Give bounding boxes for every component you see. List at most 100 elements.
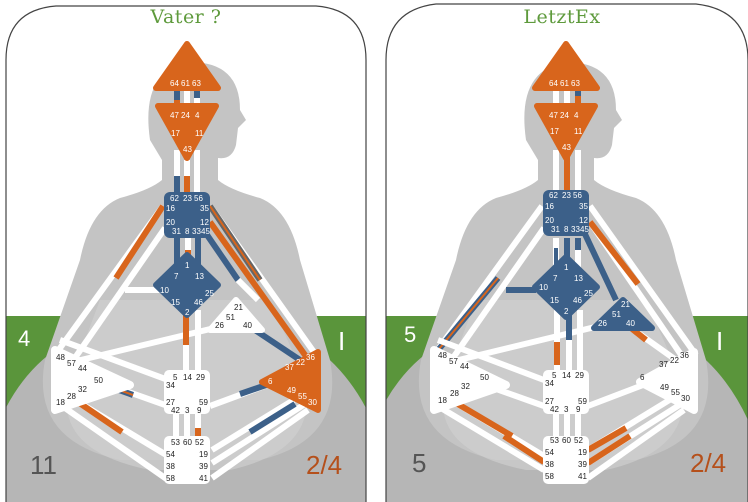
gate: 35	[579, 202, 588, 211]
gate: 63	[571, 79, 580, 88]
gate: 31	[551, 225, 560, 234]
gate: 33	[192, 227, 201, 236]
gate: 28	[450, 389, 459, 398]
gate: 8	[564, 225, 569, 234]
gate: 62	[549, 191, 558, 200]
gate: 55	[298, 392, 307, 401]
root-center	[164, 436, 210, 484]
gate: 3	[185, 406, 190, 415]
profile: 2/4	[306, 450, 343, 480]
gate: 18	[438, 396, 447, 405]
gate: 61	[181, 79, 190, 88]
bodygraph-vater: 64 61 63 47 24 4 17 11 43 62 23 56 16 35…	[5, 5, 367, 502]
gate: 62	[170, 194, 179, 203]
gate: 16	[166, 204, 175, 213]
gate: 56	[573, 191, 582, 200]
gate: 21	[234, 303, 243, 312]
gate: 35	[200, 204, 209, 213]
spleen-center	[430, 346, 510, 414]
right-glyph: I	[716, 326, 724, 356]
gate: 51	[226, 313, 235, 322]
frame-border	[5, 5, 367, 502]
gate: 6	[268, 377, 273, 386]
gate: 14	[562, 371, 571, 380]
gate: 9	[197, 406, 202, 415]
head-center	[153, 41, 221, 91]
gate: 15	[550, 296, 559, 305]
gate: 18	[56, 398, 65, 407]
ajna-center	[534, 103, 598, 161]
gate: 34	[545, 379, 554, 388]
gate: 42	[171, 406, 180, 415]
gate: 19	[578, 448, 587, 457]
gate: 13	[574, 274, 583, 283]
gate: 12	[579, 216, 588, 225]
gate: 43	[562, 143, 571, 152]
gate: 40	[243, 321, 252, 330]
gate: 17	[550, 127, 559, 136]
root-center	[543, 436, 589, 484]
gate: 12	[200, 218, 209, 227]
gate: 5	[552, 371, 557, 380]
gate: 44	[78, 364, 87, 373]
gate: 44	[460, 362, 469, 371]
gate: 45	[580, 225, 589, 234]
gate: 10	[539, 283, 548, 292]
gate: 32	[461, 382, 470, 391]
gate: 27	[166, 398, 175, 407]
gate: 49	[287, 386, 296, 395]
gate: 19	[199, 450, 208, 459]
gate: 25	[584, 289, 593, 298]
gate: 38	[166, 462, 175, 471]
gate: 59	[199, 398, 208, 407]
gate: 52	[574, 436, 583, 445]
heart-center	[207, 297, 265, 333]
gate: 17	[171, 129, 180, 138]
gate: 2	[564, 307, 569, 316]
gate: 15	[171, 298, 180, 307]
right-glyph: I	[338, 326, 346, 356]
gate: 21	[621, 300, 630, 309]
left-number: 4	[18, 326, 31, 351]
gate-labels: 64 61 63 47 24 4 17 11 43 62 23 56 16 35…	[438, 79, 690, 481]
gate: 53	[171, 438, 180, 447]
solar-plexus-center	[636, 348, 698, 414]
gate: 61	[560, 79, 569, 88]
gate: 58	[545, 472, 554, 481]
gate: 4	[574, 111, 579, 120]
gate: 39	[578, 460, 587, 469]
gate: 26	[215, 321, 224, 330]
gate: 47	[549, 111, 558, 120]
gate: 47	[170, 111, 179, 120]
chart-title: Vater ?	[150, 6, 222, 28]
bottom-left-number: 11	[30, 450, 57, 480]
gate: 64	[549, 79, 558, 88]
throat-center	[543, 190, 589, 236]
gate: 33	[571, 225, 580, 234]
gate: 50	[94, 376, 103, 385]
gate: 52	[195, 438, 204, 447]
gate: 7	[553, 274, 558, 283]
gate: 27	[545, 397, 554, 406]
profile: 2/4	[690, 448, 727, 478]
sacral-center	[543, 370, 589, 414]
bottom-left-number: 5	[412, 448, 427, 478]
gate: 57	[449, 357, 458, 366]
solar-plexus-center	[259, 349, 321, 413]
gate: 46	[573, 296, 582, 305]
gate: 38	[545, 460, 554, 469]
gate: 14	[183, 373, 192, 382]
gate: 1	[564, 263, 569, 272]
gate: 1	[185, 261, 190, 270]
gate: 46	[194, 298, 203, 307]
gate: 45	[201, 227, 210, 236]
gate: 37	[285, 363, 294, 372]
gate: 54	[545, 448, 554, 457]
gate: 11	[195, 129, 204, 138]
gate: 40	[626, 319, 635, 328]
gate: 41	[199, 474, 208, 483]
gate: 23	[183, 194, 192, 203]
gate: 6	[640, 373, 645, 382]
gate: 5	[173, 373, 178, 382]
gate: 11	[574, 127, 583, 136]
